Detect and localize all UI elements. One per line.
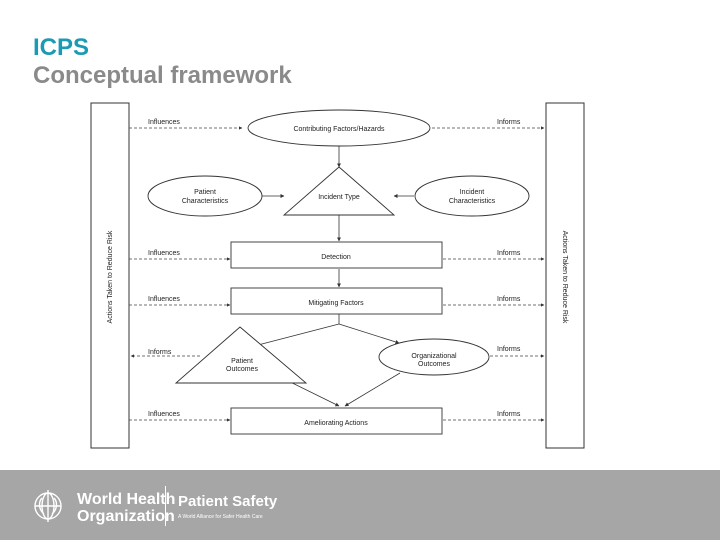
footer-bar: World Health Organization Patient Safety…: [0, 470, 720, 540]
label-right-row3: Informs: [497, 296, 521, 303]
node-label-incident-type: Incident Type: [318, 194, 360, 201]
label-right-row1: Informs: [497, 119, 521, 126]
left-side-bar: [90, 102, 130, 449]
node-mitigating-factors: [230, 287, 443, 315]
node-label-patient-char-2: Characteristics: [182, 198, 229, 205]
flow-diamond-right: [338, 323, 400, 344]
node-label-patient-char-1: Patient: [194, 189, 216, 196]
label-right-row5: Informs: [497, 411, 521, 418]
node-label-org-outcomes-1: Organizational: [411, 353, 457, 360]
node-incident-characteristics: [414, 175, 530, 217]
footer-divider: [165, 486, 166, 526]
patient-safety-title: Patient Safety: [178, 493, 278, 510]
patient-safety-tagline: A World Alliance for Safer Health Care: [178, 514, 263, 520]
node-detection: [230, 241, 443, 269]
title-icps: ICPS: [33, 34, 90, 61]
node-ameliorating-actions: [230, 407, 443, 435]
node-label-incident-char-1: Incident: [460, 189, 485, 196]
flow-diamond-left: [257, 323, 340, 346]
right-side-label: Actions Taken to Reduce Risk: [561, 231, 568, 324]
node-label-ameliorating: Ameliorating Actions: [304, 420, 368, 427]
label-right-row2: Informs: [497, 250, 521, 257]
node-label-org-outcomes-2: Outcomes: [418, 361, 450, 368]
node-organizational-outcomes: [378, 338, 490, 376]
label-left-row1: Influences: [148, 119, 180, 126]
node-label-detection: Detection: [321, 254, 351, 261]
who-wordmark: World Health Organization: [77, 491, 175, 525]
node-contributing-factors: [247, 109, 431, 147]
label-left-row4: Informs: [148, 349, 172, 356]
who-emblem-icon: [34, 490, 62, 522]
left-side-label: Actions Taken to Reduce Risk: [107, 230, 114, 323]
node-incident-type: [282, 166, 396, 216]
title-conceptual-framework: Conceptual framework: [33, 62, 292, 89]
node-patient-characteristics: [147, 175, 263, 217]
label-left-row5: Influences: [148, 411, 180, 418]
node-label-contributing: Contributing Factors/Hazards: [293, 126, 385, 133]
who-name-line1: World Health: [77, 491, 176, 508]
flow-org-outcomes-to-ameliorating: [344, 372, 401, 407]
node-patient-outcomes: [174, 326, 308, 384]
who-name-line2: Organization: [77, 508, 175, 525]
label-right-row4: Informs: [497, 346, 521, 353]
slide-title: ICPS Conceptual framework: [33, 34, 292, 90]
node-label-patient-outcomes-1: Patient: [231, 358, 253, 365]
node-label-incident-char-2: Characteristics: [449, 198, 496, 205]
node-label-patient-outcomes-2: Outcomes: [226, 366, 258, 373]
right-side-bar: [545, 102, 585, 449]
label-left-row3: Influences: [148, 296, 180, 303]
node-label-mitigating: Mitigating Factors: [308, 300, 364, 307]
label-left-row2: Influences: [148, 250, 180, 257]
conceptual-framework-diagram: Actions Taken to Reduce Risk Actions Tak…: [90, 102, 585, 449]
